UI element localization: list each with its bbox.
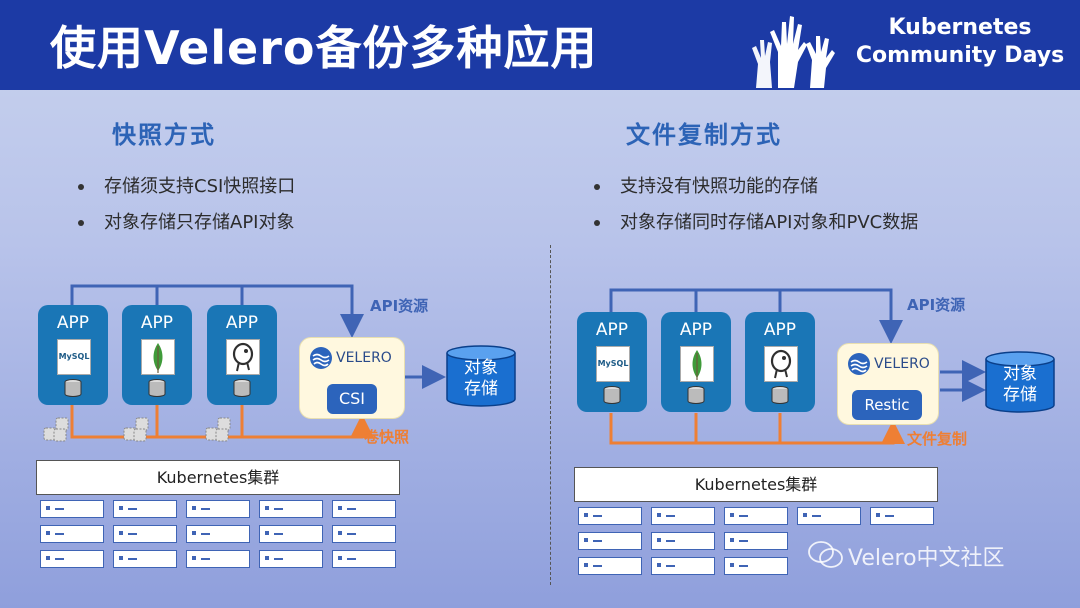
server-icon: [113, 550, 177, 568]
mongodb-logo-icon: [141, 339, 175, 375]
postgresql-logo-icon: [764, 346, 798, 382]
app-box-mongodb: APP: [122, 305, 192, 405]
server-icon: [724, 532, 788, 550]
server-icon: [186, 500, 250, 518]
mysql-logo-icon: MySQL: [596, 346, 630, 382]
watermark-text: Velero中文社区: [848, 546, 1005, 571]
volume-snapshot-label: 卷快照: [364, 428, 410, 446]
left-bullet-list: 存储须支持CSI快照接口 对象存储只存储API对象: [78, 169, 295, 241]
disk-icon: [148, 379, 166, 397]
storage-line-2: 存储: [464, 379, 498, 399]
snapshot-disk-icon: [123, 417, 149, 442]
server-icon: [651, 507, 715, 525]
csi-plugin-box: CSI: [327, 384, 377, 414]
right-file-copy-line: [609, 413, 905, 445]
server-icon: [113, 525, 177, 543]
velero-box-left: VELERO CSI: [299, 337, 405, 419]
snapshot-disk-icon: [205, 417, 231, 442]
right-api-line: [609, 288, 986, 402]
app-box-postgresql: APP: [745, 312, 815, 412]
app-label: APP: [140, 313, 174, 333]
server-icon: [259, 550, 323, 568]
k8s-cluster-label-right: Kubernetes集群: [574, 467, 938, 502]
api-resources-label-right: API资源: [907, 296, 966, 314]
server-icon: [186, 525, 250, 543]
file-copy-label: 文件复制: [907, 430, 968, 448]
server-icon: [651, 532, 715, 550]
disk-icon: [233, 379, 251, 397]
disk-icon: [64, 379, 82, 397]
velero-logo-icon: [310, 347, 332, 369]
server-icon: [797, 507, 861, 525]
storage-line-1: 对象: [1003, 364, 1037, 384]
server-icon: [113, 500, 177, 518]
app-label: APP: [679, 320, 713, 340]
storage-label-right: 对象 存储: [984, 364, 1056, 406]
server-icon: [870, 507, 934, 525]
app-box-mongodb: APP: [661, 312, 731, 412]
storage-line-2: 存储: [1003, 385, 1037, 405]
bullet-item: 存储须支持CSI快照接口: [78, 169, 295, 205]
velero-label: VELERO: [874, 356, 930, 372]
server-icon: [259, 525, 323, 543]
server-icon: [186, 550, 250, 568]
right-section-title: 文件复制方式: [626, 121, 782, 149]
mysql-logo-text: MySQL: [58, 352, 90, 361]
snapshot-disk-icon: [43, 417, 69, 442]
bullet-item: 对象存储同时存储API对象和PVC数据: [594, 205, 918, 241]
restic-plugin-box: Restic: [852, 390, 922, 420]
app-label: APP: [763, 320, 797, 340]
server-icon: [332, 550, 396, 568]
storage-label-left: 对象 存储: [445, 358, 517, 400]
k8s-cluster-label-left: Kubernetes集群: [36, 460, 400, 495]
mysql-logo-icon: MySQL: [57, 339, 91, 375]
disk-icon: [603, 386, 621, 404]
disk-icon: [771, 386, 789, 404]
velero-box-right: VELERO Restic: [837, 343, 939, 425]
mongodb-logo-icon: [680, 346, 714, 382]
page-title: 使用Velero备份多种应用: [50, 21, 598, 75]
app-box-mysql: APP MySQL: [577, 312, 647, 412]
raised-hands-icon: [752, 16, 835, 88]
server-icon: [40, 525, 104, 543]
kcd-brand: Kubernetes Community Days: [854, 14, 1066, 70]
server-icon: [578, 507, 642, 525]
right-bullet-list: 支持没有快照功能的存储 对象存储同时存储API对象和PVC数据: [594, 169, 918, 241]
bullet-item: 支持没有快照功能的存储: [594, 169, 918, 205]
app-label: APP: [56, 313, 90, 333]
left-api-line: [70, 284, 446, 389]
bullet-item: 对象存储只存储API对象: [78, 205, 295, 241]
brand-line-1: Kubernetes: [888, 15, 1032, 40]
server-icon: [578, 532, 642, 550]
server-icon: [332, 500, 396, 518]
app-box-postgresql: APP: [207, 305, 277, 405]
server-icon: [332, 525, 396, 543]
mysql-logo-text: MySQL: [597, 359, 629, 368]
server-icon: [651, 557, 715, 575]
header-bar: 使用Velero备份多种应用 Kubernetes Community Days: [0, 0, 1080, 90]
object-storage-cylinder-right: [985, 351, 1055, 413]
server-icon: [259, 500, 323, 518]
server-icon: [578, 557, 642, 575]
app-label: APP: [595, 320, 629, 340]
app-box-mysql: APP MySQL: [38, 305, 108, 405]
server-icon: [724, 507, 788, 525]
velero-label: VELERO: [336, 350, 392, 366]
api-resources-label-left: API资源: [370, 297, 429, 315]
object-storage-cylinder-left: [446, 345, 516, 407]
disk-icon: [687, 386, 705, 404]
postgresql-logo-icon: [226, 339, 260, 375]
brand-line-2: Community Days: [855, 43, 1065, 68]
server-icon: [40, 500, 104, 518]
server-icon: [40, 550, 104, 568]
left-section-title: 快照方式: [112, 121, 216, 149]
velero-logo-icon: [848, 353, 870, 375]
storage-line-1: 对象: [464, 358, 498, 378]
wechat-icon: [808, 541, 843, 568]
app-label: APP: [225, 313, 259, 333]
section-divider: [550, 245, 551, 585]
server-icon: [724, 557, 788, 575]
